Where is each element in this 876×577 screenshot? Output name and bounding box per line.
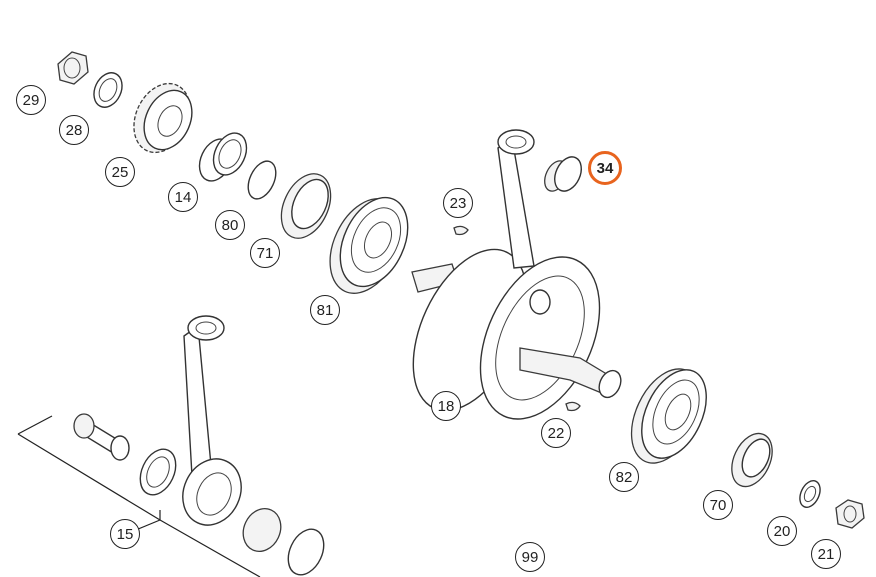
callout-18[interactable]: 18 [431, 391, 461, 421]
part-rod-kit-15 [17, 315, 325, 577]
part-key-22 [565, 401, 581, 412]
callout-21[interactable]: 21 [811, 539, 841, 569]
callout-80[interactable]: 80 [215, 210, 245, 240]
callout-81[interactable]: 81 [310, 295, 340, 325]
part-connecting-rod-upper [497, 129, 535, 269]
callout-25[interactable]: 25 [105, 157, 135, 187]
part-key-23 [453, 225, 469, 236]
part-seal-71 [280, 173, 332, 239]
part-bearing-82 [630, 368, 707, 464]
part-crankshaft-18 [411, 248, 622, 420]
callout-14[interactable]: 14 [168, 182, 198, 212]
part-sleeve-14 [198, 132, 248, 182]
part-needle-bearing-34 [544, 156, 582, 192]
part-washer-28 [93, 72, 123, 108]
callout-34-highlighted[interactable]: 34 [588, 151, 622, 185]
part-seal-70 [731, 432, 773, 488]
callout-28[interactable]: 28 [59, 115, 89, 145]
part-oring-80 [247, 160, 277, 200]
part-gear-25 [133, 82, 193, 154]
callout-15[interactable]: 15 [110, 519, 140, 549]
callout-70[interactable]: 70 [703, 490, 733, 520]
part-washer-20 [799, 480, 821, 508]
callout-29[interactable]: 29 [16, 85, 46, 115]
part-nut-21 [835, 499, 865, 529]
callout-71[interactable]: 71 [250, 238, 280, 268]
part-bearing-81 [329, 196, 409, 294]
callout-99[interactable]: 99 [515, 542, 545, 572]
callout-20[interactable]: 20 [767, 516, 797, 546]
callout-22[interactable]: 22 [541, 418, 571, 448]
callout-82[interactable]: 82 [609, 462, 639, 492]
callout-23[interactable]: 23 [443, 188, 473, 218]
part-nut-29 [57, 51, 89, 85]
